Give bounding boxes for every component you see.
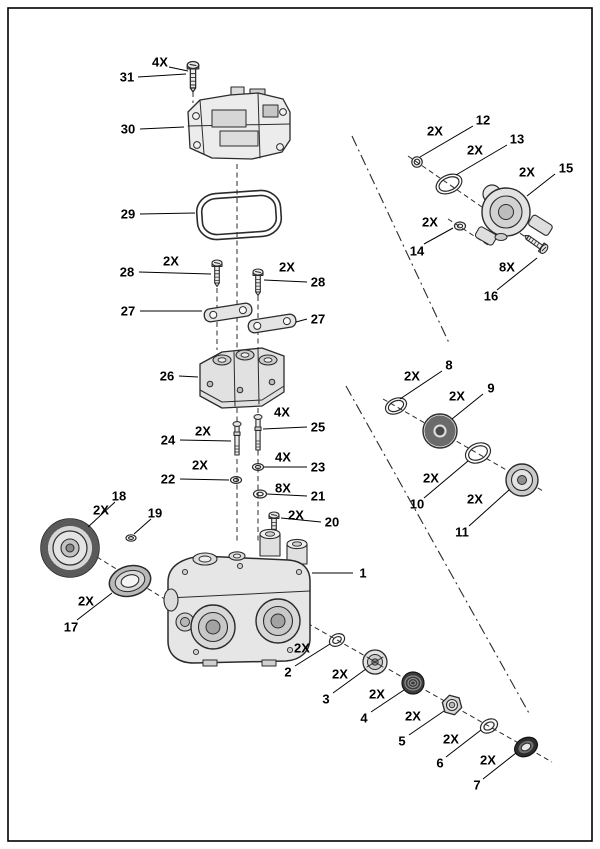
part-number-label-15: 15 xyxy=(559,161,573,176)
part-28-screw-right xyxy=(252,268,264,297)
part-18-knurled-knob xyxy=(40,518,100,578)
part-3-valve xyxy=(362,649,388,675)
part-number-label-22: 22 xyxy=(161,472,175,487)
part-number-label-26: 26 xyxy=(160,369,174,384)
part-number-label-24: 24 xyxy=(161,433,176,448)
part-4-spring xyxy=(401,671,425,695)
part-23-washer xyxy=(251,463,265,472)
boundary-lines xyxy=(345,135,531,716)
part-number-label-7: 7 xyxy=(473,778,480,793)
quantity-label-2x-for-2: 2X xyxy=(294,641,310,656)
part-2-oring xyxy=(328,633,346,647)
part-number-label-16: 16 xyxy=(484,289,498,304)
part-25-valve-stem xyxy=(253,414,263,451)
part-22-washer xyxy=(229,476,243,485)
part-12-oring xyxy=(411,156,423,168)
quantity-label-2x-for-17: 2X xyxy=(78,594,94,609)
part-8-oring xyxy=(384,397,408,415)
part-number-label-6: 6 xyxy=(436,756,443,771)
part-13-oring xyxy=(435,173,463,195)
quantity-label-2x-for-20: 2X xyxy=(288,508,304,523)
part-number-label-8: 8 xyxy=(445,358,452,373)
page-frame xyxy=(7,7,593,842)
quantity-label-8x-for-21: 8X xyxy=(275,481,291,496)
part-number-label-13: 13 xyxy=(510,132,524,147)
part-number-label-10: 10 xyxy=(410,497,424,512)
part-28-screw-left xyxy=(211,259,223,288)
quantity-label-2x-for-7: 2X xyxy=(480,753,496,768)
part-10-oring xyxy=(464,442,492,464)
quantity-label-2x-for-4: 2X xyxy=(369,687,385,702)
quantity-label-2x-for-3: 2X xyxy=(332,667,348,682)
quantity-label-2x-for-11: 2X xyxy=(467,492,483,507)
parts-layer xyxy=(40,60,553,758)
quantity-label-8x-for-16: 8X xyxy=(499,260,515,275)
part-21-oring xyxy=(252,489,268,499)
part-1-pump-body xyxy=(163,528,311,667)
quantity-label-2x-for-22: 2X xyxy=(192,458,208,473)
quantity-label-2x-for-14: 2X xyxy=(422,215,438,230)
quantity-label-2x-for-12: 2X xyxy=(427,124,443,139)
part-number-label-3: 3 xyxy=(322,692,329,707)
part-number-label-5: 5 xyxy=(398,734,405,749)
quantity-label-2x-for-6: 2X xyxy=(443,732,459,747)
part-14-washer xyxy=(453,221,467,231)
quantity-label-2x-for-9: 2X xyxy=(449,389,465,404)
part-number-label-27: 27 xyxy=(121,304,135,319)
part-27-plate-right xyxy=(247,313,297,334)
part-17-seal xyxy=(108,564,152,598)
quantity-label-4x-for-31: 4X xyxy=(152,55,168,70)
part-number-label-14: 14 xyxy=(410,244,425,259)
quantity-label-2x-for-8: 2X xyxy=(404,369,420,384)
part-number-label-23: 23 xyxy=(311,460,325,475)
part-number-label-17: 17 xyxy=(64,620,78,635)
part-number-label-2: 2 xyxy=(284,665,291,680)
quantity-label-2x-for-28: 2X xyxy=(163,254,179,269)
quantity-label-2x-for-18: 2X xyxy=(93,503,109,518)
part-7-seal xyxy=(513,736,539,758)
part-number-label-31: 31 xyxy=(120,70,134,85)
part-number-label-9: 9 xyxy=(487,381,494,396)
quantity-label-4x-for-25: 4X xyxy=(274,405,290,420)
part-number-label-19: 19 xyxy=(148,506,162,521)
callout-labels: 3130292827262422181917282725232120112131… xyxy=(64,55,573,793)
quantity-label-2x-for-13: 2X xyxy=(467,143,483,158)
quantity-label-2x-for-28: 2X xyxy=(279,260,295,275)
part-24-valve-stem xyxy=(232,421,242,456)
part-number-label-20: 20 xyxy=(325,515,339,530)
part-number-label-21: 21 xyxy=(311,489,325,504)
part-5-nut xyxy=(441,694,463,716)
part-number-label-12: 12 xyxy=(476,113,490,128)
part-number-label-1: 1 xyxy=(359,566,366,581)
part-number-label-4: 4 xyxy=(360,711,368,726)
part-number-label-28: 28 xyxy=(120,265,134,280)
quantity-label-2x-for-5: 2X xyxy=(405,709,421,724)
part-15-regulator-body xyxy=(474,184,553,246)
part-number-label-29: 29 xyxy=(121,207,135,222)
part-number-label-11: 11 xyxy=(455,525,469,540)
part-number-label-18: 18 xyxy=(112,489,126,504)
quantity-label-4x-for-23: 4X xyxy=(275,450,291,465)
part-27-plate-left xyxy=(203,302,253,323)
quantity-label-2x-for-24: 2X xyxy=(195,424,211,439)
quantity-label-2x-for-15: 2X xyxy=(519,165,535,180)
part-26-valve-block xyxy=(199,347,285,409)
part-9-valve-disc xyxy=(422,413,458,449)
part-number-label-28: 28 xyxy=(311,275,325,290)
part-number-label-25: 25 xyxy=(311,420,325,435)
leader-lines xyxy=(76,66,556,780)
part-number-label-30: 30 xyxy=(121,122,135,137)
quantity-label-2x-for-10: 2X xyxy=(423,471,439,486)
part-30-cover xyxy=(187,86,291,160)
boundary-line-upper xyxy=(351,135,451,346)
part-31-screw xyxy=(186,60,200,93)
part-number-label-27: 27 xyxy=(311,312,325,327)
part-29-gasket xyxy=(195,189,283,241)
part-19-washer xyxy=(125,534,137,542)
part-11-cap xyxy=(505,463,539,497)
